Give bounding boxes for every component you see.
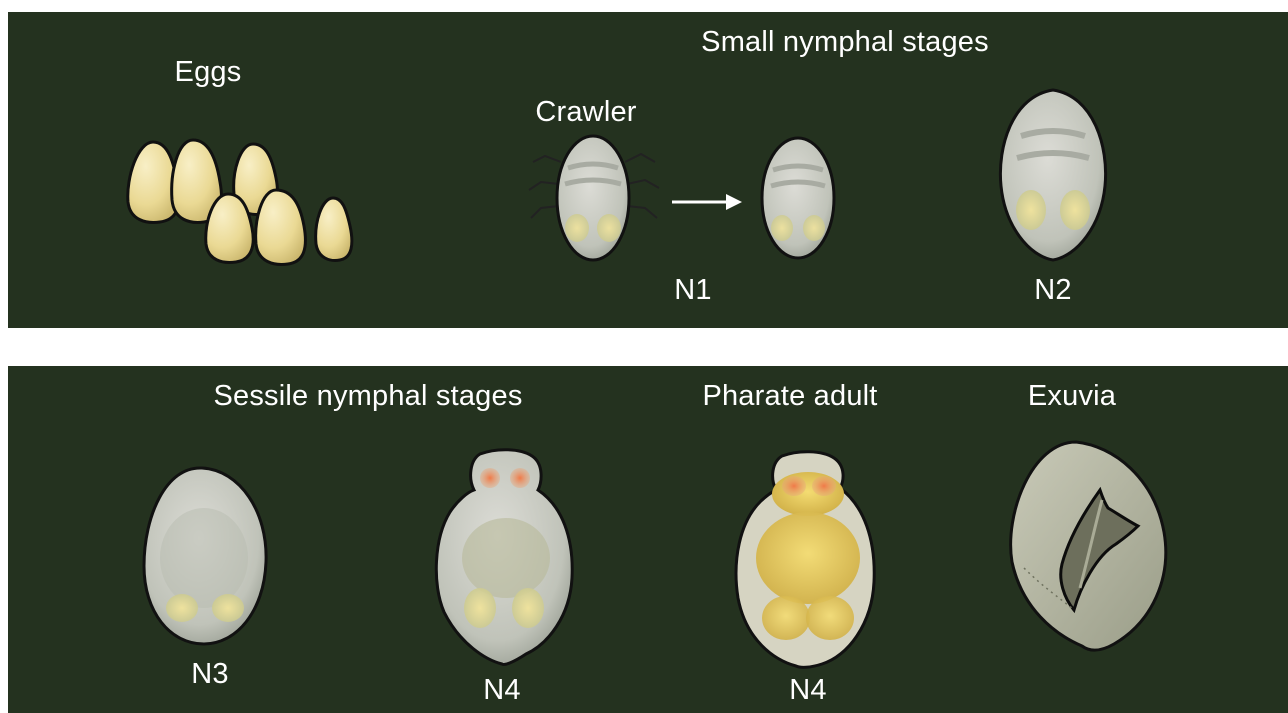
exuvia-label: Exuvia: [1028, 380, 1116, 413]
egg-icon: [108, 132, 368, 272]
nymph-icon: [430, 448, 580, 668]
nymph-icon: [753, 134, 843, 264]
exuvia-icon: [1004, 438, 1174, 658]
n4-pharate-label: N4: [789, 674, 826, 707]
nymph-icon: [136, 462, 276, 652]
n3-label: N3: [191, 658, 228, 691]
bottom-panel: Sessile nymphal stages Pharate adult Exu…: [8, 366, 1288, 713]
top-panel: Eggs Small nymphal stages Crawler N1 N2: [8, 12, 1288, 328]
pharate-adult-label: Pharate adult: [702, 380, 877, 413]
n1-label: N1: [674, 274, 711, 307]
n4-sessile-label: N4: [483, 674, 520, 707]
crawler-label: Crawler: [535, 96, 636, 129]
nymph-icon: [993, 86, 1113, 266]
n2-label: N2: [1034, 274, 1071, 307]
small-nymphal-stages-label: Small nymphal stages: [701, 26, 989, 59]
nymph-icon: [730, 448, 880, 678]
crawler-icon: [523, 132, 673, 272]
sessile-nymphal-stages-label: Sessile nymphal stages: [213, 380, 522, 413]
arrow-right-icon: [668, 190, 748, 214]
eggs-label: Eggs: [175, 56, 242, 89]
